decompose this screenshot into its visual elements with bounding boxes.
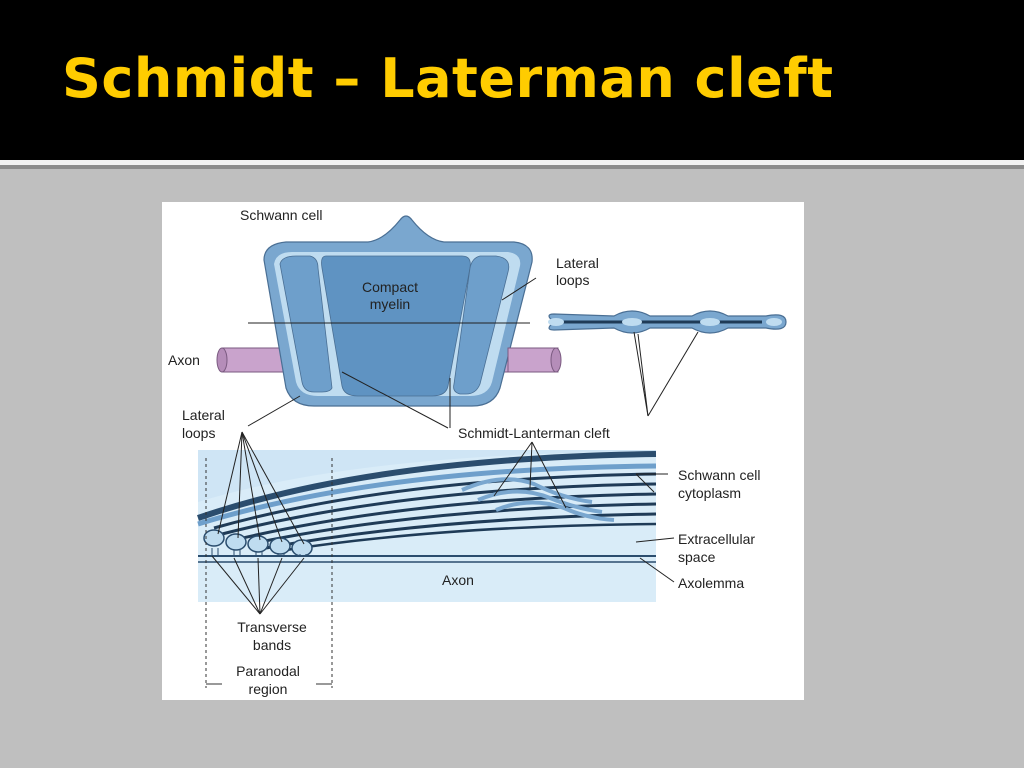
diagram-canvas: Schwann cell Compact myelin Lateral loop…: [168, 207, 787, 697]
label-schwann-cell: Schwann cell: [240, 207, 323, 223]
label-schwann-cytoplasm-line2: cytoplasm: [678, 485, 741, 501]
lateral-loop-profile: [548, 310, 787, 334]
label-lateral-loops-top-line2: loops: [556, 272, 589, 288]
paranodal-region-brackets: [205, 458, 333, 688]
label-compact-myelin-line2: myelin: [370, 296, 410, 312]
label-compact-myelin-line1: Compact: [362, 279, 418, 295]
label-paranodal-region-line2: region: [249, 681, 288, 697]
label-lateral-loops-left-line1: Lateral: [182, 407, 225, 423]
label-transverse-bands-line2: bands: [253, 637, 291, 653]
leader-lines: [211, 277, 699, 615]
title-bar: Schmidt – Laterman cleft: [0, 0, 1024, 160]
longitudinal-section: [197, 450, 657, 602]
label-schmidt-lanterman-cleft: Schmidt-Lanterman cleft: [458, 425, 610, 441]
axon-cylinder-top-right: [507, 347, 562, 373]
slide-title: Schmidt – Laterman cleft: [62, 47, 834, 110]
label-axon-top: Axon: [168, 352, 200, 368]
label-paranodal-region-line1: Paranodal: [236, 663, 300, 679]
title-divider-dark: [0, 165, 1024, 169]
label-transverse-bands-line1: Transverse: [237, 619, 307, 635]
myelin-diagram: Schwann cell Compact myelin Lateral loop…: [162, 202, 804, 700]
label-extracellular-line2: space: [678, 549, 716, 565]
label-schwann-cytoplasm-line1: Schwann cell: [678, 467, 761, 483]
schwann-cell-body: [248, 215, 533, 407]
label-axon-bottom: Axon: [442, 572, 474, 588]
label-lateral-loops-top-line1: Lateral: [556, 255, 599, 271]
label-extracellular-line1: Extracellular: [678, 531, 755, 547]
label-axolemma: Axolemma: [678, 575, 744, 591]
title-divider-light: [0, 160, 1024, 165]
label-lateral-loops-left-line2: loops: [182, 425, 215, 441]
